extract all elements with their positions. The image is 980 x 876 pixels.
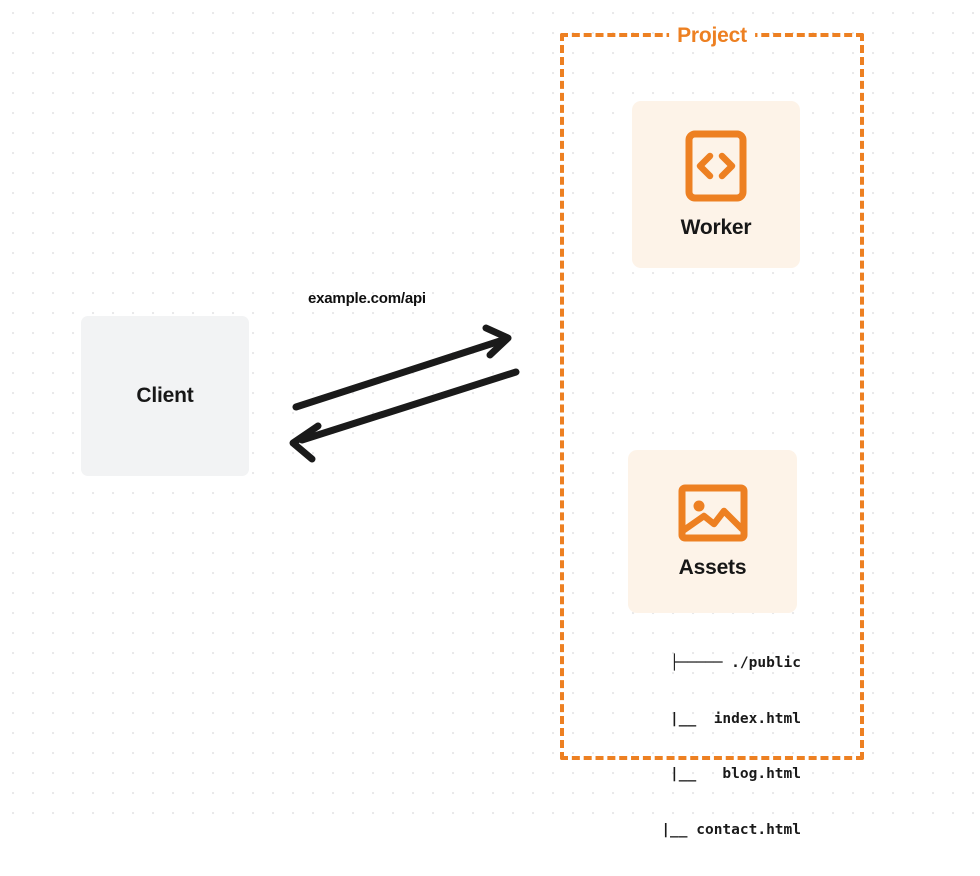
diagram-canvas: Client example.com/api Project Worker [0, 0, 980, 838]
project-title-label: Project [669, 24, 755, 48]
assets-card[interactable]: Assets [628, 450, 797, 613]
code-brackets-icon [685, 130, 747, 202]
tree-row: ├───── ./public [670, 655, 801, 671]
tree-row: |__ blog.html [617, 766, 801, 782]
client-node-label: Client [136, 384, 194, 407]
assets-card-label: Assets [678, 555, 747, 579]
worker-card[interactable]: Worker [632, 101, 800, 268]
worker-to-client-arrow [289, 368, 520, 463]
worker-card-label: Worker [680, 215, 752, 239]
client-to-worker-arrow [292, 324, 512, 411]
tree-row: |__ index.html [617, 710, 801, 727]
assets-file-tree: ├───── ./public |__ index.html |__ blog.… [600, 617, 801, 876]
client-node[interactable]: Client [81, 316, 249, 476]
tree-row: |__ contact.html [608, 821, 801, 838]
image-picture-icon [678, 484, 748, 542]
request-url-label: example.com/api [308, 290, 426, 307]
project-container: Project [560, 24, 864, 760]
